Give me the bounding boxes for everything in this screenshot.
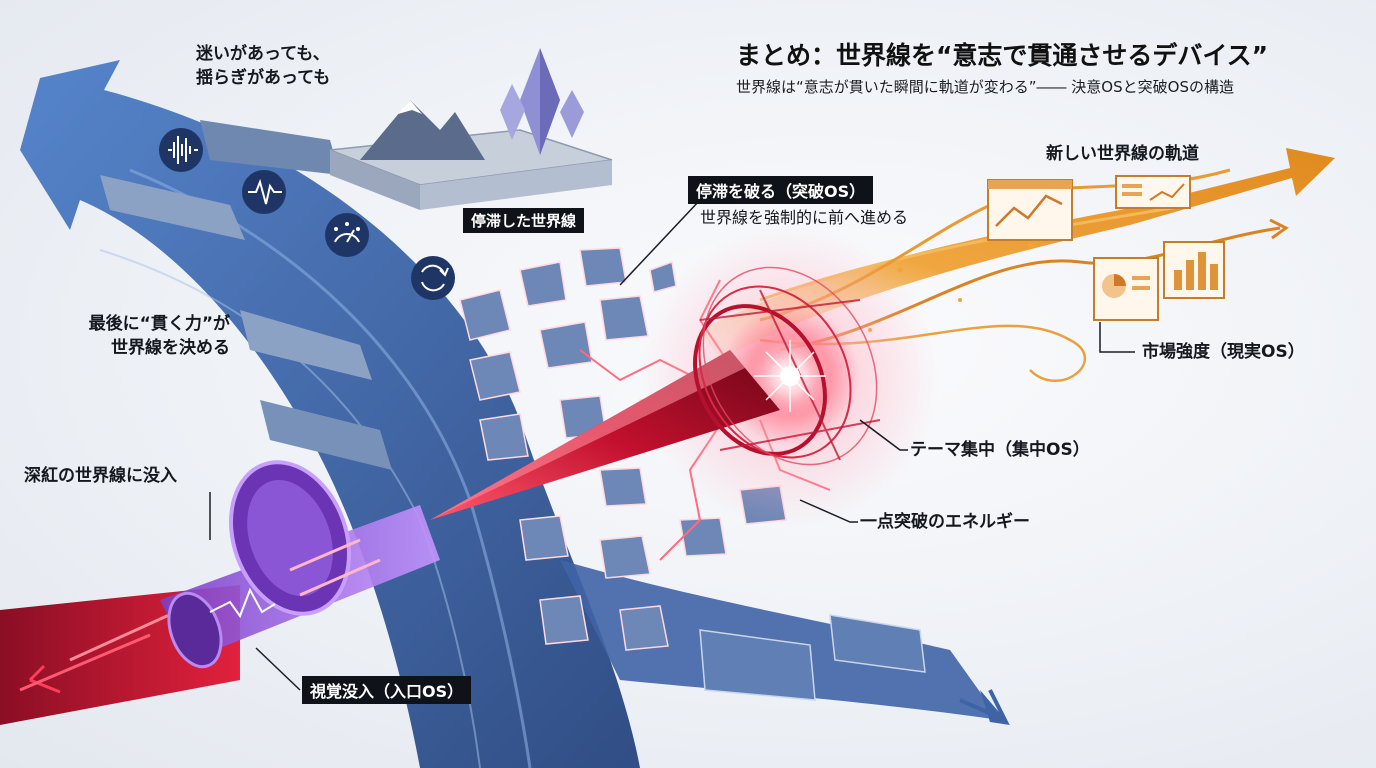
cycle-icon: [411, 256, 455, 300]
page-subtitle: 世界線は“意志が貫いた瞬間に軌道が変わる”―― 決意OSと突破OSの構造: [736, 78, 1234, 96]
stagnant-world-line: [20, 60, 1010, 768]
crystal-icon: [500, 48, 584, 155]
shattered-fragments: [459, 247, 787, 651]
page-title: まとめ：世界線を“意志で貫通させるデバイス”: [736, 41, 1269, 70]
bar-chart-icon: [1163, 241, 1225, 299]
leader-lines: [209, 199, 1135, 691]
gauge-icon: [325, 213, 369, 257]
crimson-drill: [430, 266, 881, 520]
pierce-decides-label: 最後に“貫く力”が 世界線を決める: [88, 314, 230, 358]
market-strength-label: 市場強度（現実OS）: [1142, 342, 1305, 362]
sound-wave-icon: [159, 128, 203, 172]
doubt-label: 迷いがあっても、 揺らぎがあっても: [196, 44, 331, 88]
visual-immersion-label: 視覚没入（入口OS）: [302, 676, 472, 704]
portal-funnel: [160, 460, 440, 669]
breakthrough-description: 世界線を強制的に前へ進める: [700, 208, 909, 227]
energy-label: 一点突破のエネルギー: [860, 512, 1030, 532]
pie-chart-icon: [1093, 257, 1159, 321]
new-orbit-label: 新しい世界線の軌道: [1046, 144, 1199, 164]
stagnant-label: 停滞した世界線: [463, 208, 585, 233]
stagnant-plateau: [329, 48, 613, 210]
heartbeat-icon: [242, 170, 286, 214]
crimson-label: 深紅の世界線に没入: [24, 466, 177, 486]
mountain-icon: [360, 100, 485, 160]
line-chart-icon: [1115, 175, 1191, 209]
theme-focus-label: テーマ集中（集中OS）: [910, 440, 1090, 460]
breakthrough-label: 停滞を破る（突破OS）: [688, 176, 874, 204]
line-chart-icon: [987, 179, 1073, 241]
